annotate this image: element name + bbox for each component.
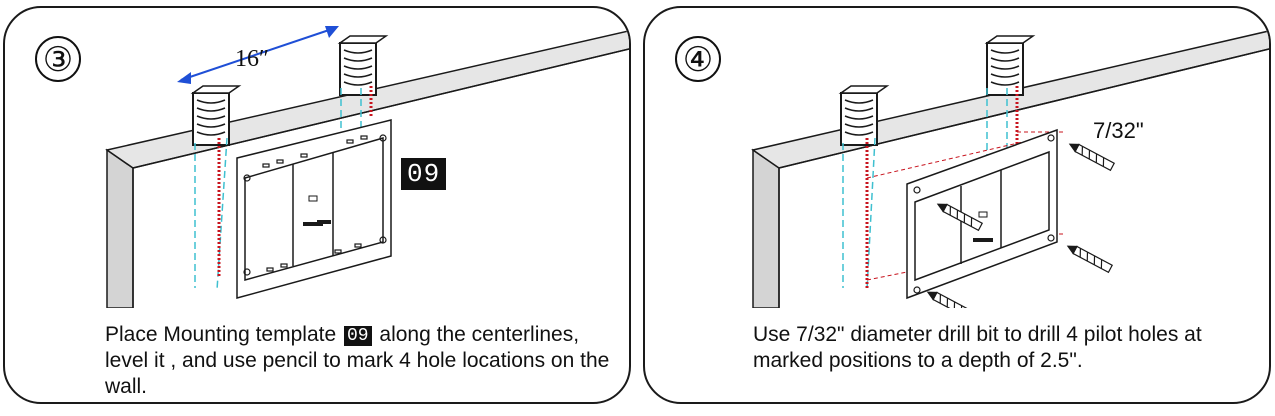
drill-size-label: 7/32" bbox=[1093, 118, 1144, 143]
stud-spacing-label: 16″ bbox=[235, 46, 269, 72]
stud-left bbox=[190, 85, 242, 146]
step-3-illustration bbox=[105, 26, 629, 308]
step-3-caption-end: along the centerlines, level it , and us… bbox=[105, 323, 610, 398]
stud-right bbox=[984, 35, 1036, 96]
mounting-template bbox=[906, 128, 1058, 300]
step-4-panel: ④ bbox=[643, 6, 1271, 404]
stud-mark-lines bbox=[217, 86, 373, 276]
dimension-arrow bbox=[177, 26, 339, 84]
step-3-caption-start: Place Mounting template bbox=[105, 323, 342, 346]
step-4-number: ④ bbox=[675, 36, 721, 82]
stud-right bbox=[337, 35, 389, 96]
step-3-panel: ③ bbox=[3, 6, 631, 404]
step-4-caption: Use 7/32" diameter drill bit to drill 4 … bbox=[753, 323, 1202, 372]
step-3-number: ③ bbox=[35, 36, 81, 82]
step-3-caption: Place Mounting template 09 along the cen… bbox=[105, 322, 625, 400]
template-part-badge: 09 bbox=[401, 158, 447, 190]
wall bbox=[751, 30, 1269, 308]
inline-template-badge: 09 bbox=[343, 326, 372, 346]
drill-bits bbox=[926, 143, 1116, 308]
mounting-template bbox=[236, 119, 392, 299]
step-4-illustration bbox=[751, 30, 1269, 308]
wall bbox=[105, 30, 629, 308]
stud-left bbox=[838, 85, 890, 146]
